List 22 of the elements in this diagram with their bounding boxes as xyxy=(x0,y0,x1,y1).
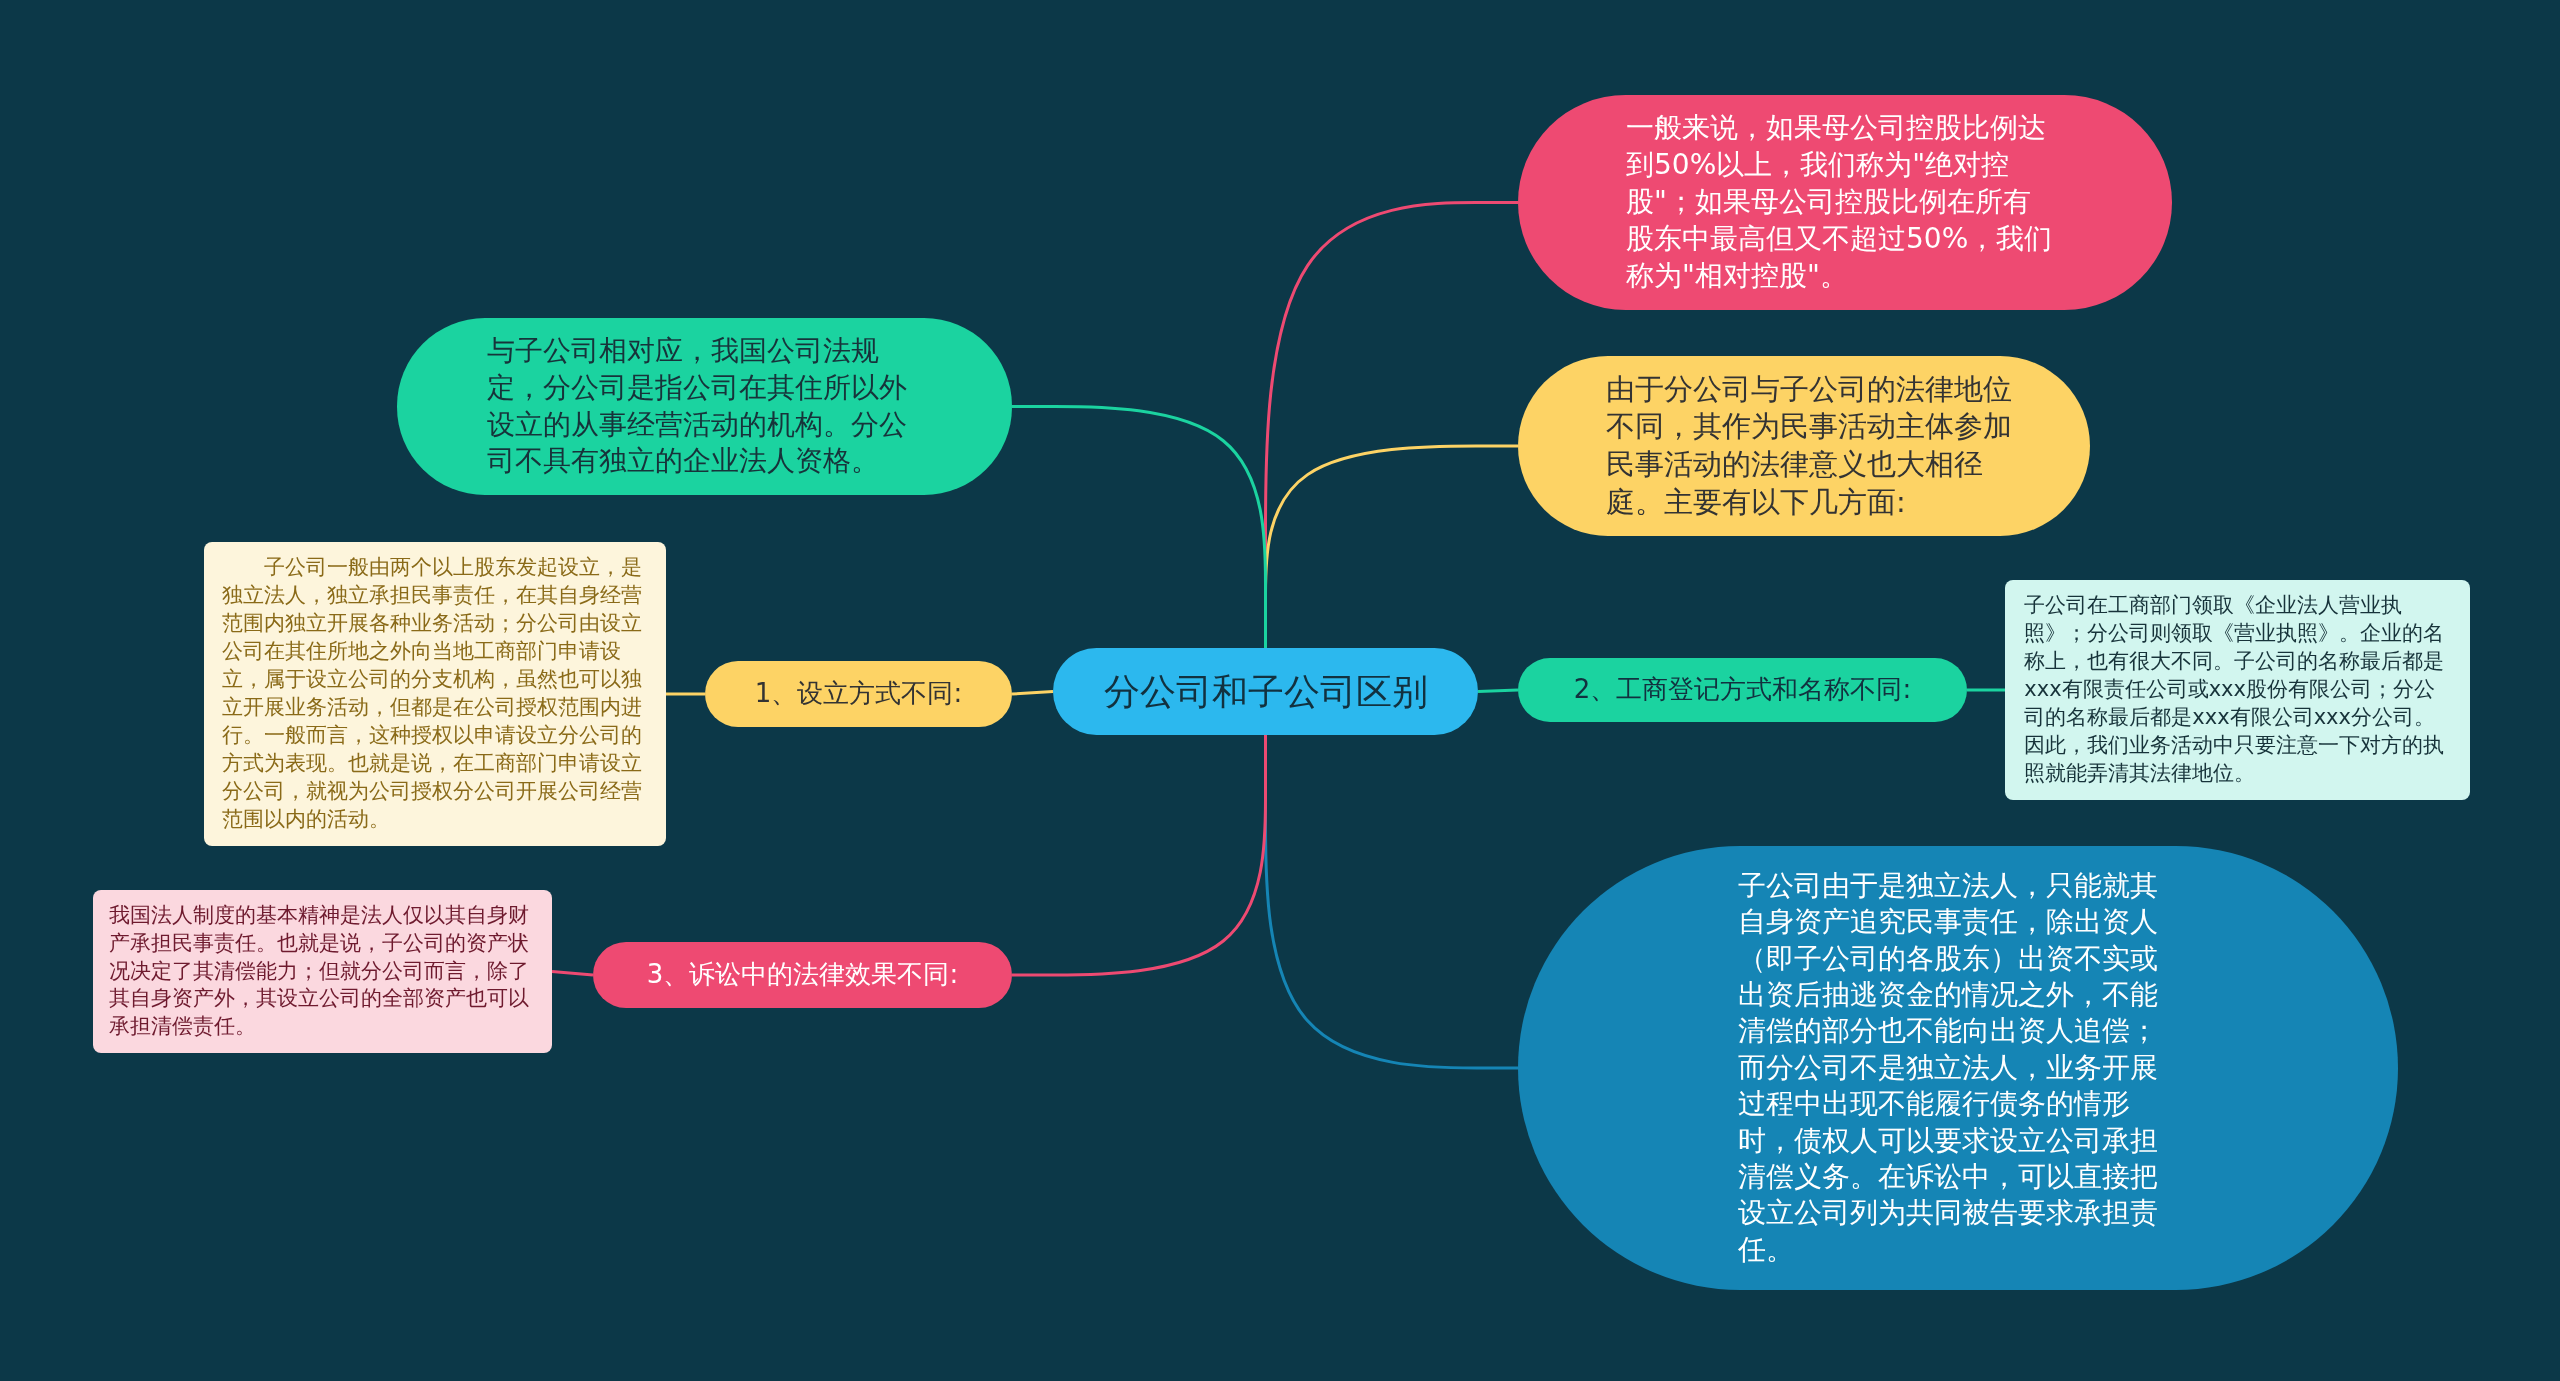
connector-line xyxy=(1967,688,2005,692)
topic-text: 与子公司相对应，我国公司法规定，分公司是指公司在其住所以外设立的从事经营活动的机构。分公司不具有独立的企业法人资格。 xyxy=(487,332,908,480)
topic-text: 3、诉讼中的法律效果不同: xyxy=(645,959,960,991)
note-text: 我国法人制度的基本精神是法人仅以其自身财产承担民事责任。也就是说，子公司的资产状况决定了其清偿能力；但就分公司而言，除了其自身资产外，其设立公司的全部资产也可以承担清偿责任。 xyxy=(109,901,531,1041)
topic-text: 一般来说，如果母公司控股比例达到50%以上，我们称为"绝对控股"；如果母公司控股比例在所有股东中最高但又不超过50%，我们称为"相对控股"。 xyxy=(1626,110,2054,294)
note-text: 子公司一般由两个以上股东发起设立，是独立法人，独立承担民事责任，在其自身经营范围内独立开展各种业务活动；分公司由设立公司在其住所地之外向当地工商部门申请设立，属于设立公司的分支机构，虽然也可以独立开展业务活动，但都是在公司授权范围内进行。一般而言，这种授权以申请设立分公司的方式为表现。也就是说，在工商部门申请设立分公司，就视为公司授权分公司开展公司经营范围以内的活动。 xyxy=(221,554,643,833)
connector-line xyxy=(1012,405,1267,648)
connector-line xyxy=(1012,735,1267,977)
connector-line xyxy=(551,970,594,977)
note-card xyxy=(2005,580,2470,800)
note-text: 子公司在工商部门领取《企业法人营业执照》；分公司则领取《营业执照》。企业的名称上，也有很大不同。子公司的名称最后都是xxx有限责任公司或xxx股份有限公司；分公司的名称最后都是xxx有限公司xxx分公司。因此，我们业务活动中只要注意一下对方的执照就能弄清其法律地位。 xyxy=(2024,592,2446,787)
connector-line xyxy=(1477,688,1519,693)
topic-text: 由于分公司与子公司的法律地位不同，其作为民事活动主体参加民事活动的法律意义也大相径庭。主要有以下几方面: xyxy=(1606,370,2013,521)
connector-line xyxy=(666,692,705,696)
topic-text: 2、工商登记方式和名称不同: xyxy=(1572,674,1913,706)
note-card xyxy=(204,542,666,846)
note-card xyxy=(93,890,552,1053)
branch-topic xyxy=(1518,658,1967,722)
topic-text: 子公司由于是独立法人，只能就其自身资产追究民事责任，除出资人（即子公司的各股东）出资不实或出资后抽逃资金的情况之外，不能清偿的部分也不能向出资人追偿；而分公司不是独立法人，业务开展过程中出现不能履行债务的情形时，债权人可以要求设立公司承担清偿义务。在诉讼中，可以直接把设立公司列为共同被告要求承担责任。 xyxy=(1738,867,2159,1268)
topic-text: 分公司和子公司区别 xyxy=(1102,669,1429,714)
topic-text: 1、设立方式不同: xyxy=(753,678,964,710)
connector-line xyxy=(1011,690,1054,696)
